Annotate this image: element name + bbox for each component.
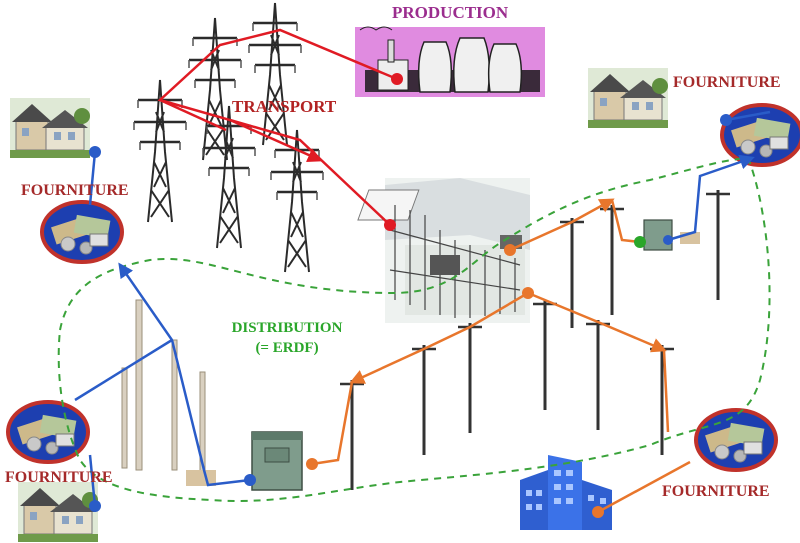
supply-node-1 [663, 235, 673, 245]
transport-label: TRANSPORT [232, 97, 337, 116]
distribution-subtitle: (= ERDF) [255, 340, 319, 356]
transformer-box-right [643, 219, 700, 251]
office-building-icon [520, 455, 612, 530]
billing-icon-left [40, 200, 124, 264]
house-bottom-left [17, 481, 99, 543]
supply-node-2 [720, 114, 732, 126]
distribution-node-2 [522, 287, 534, 299]
distribution-node-1 [504, 244, 516, 256]
supply-node-3 [89, 146, 101, 158]
distribution-zone-outline [57, 156, 771, 502]
house-left [9, 97, 91, 159]
supply-node-5 [89, 500, 101, 512]
distribution-node-5 [592, 506, 604, 518]
production-label: PRODUCTION [392, 3, 509, 22]
fourniture-label-bottom-right: FOURNITURE [662, 483, 770, 500]
fourniture-label-bottom-left: FOURNITURE [5, 469, 113, 486]
wooden-poles [121, 299, 216, 486]
distribution-label: DISTRIBUTION (= ERDF) [222, 318, 352, 358]
distribution-lines [311, 198, 691, 514]
supply-node-4 [244, 474, 256, 486]
production-node [391, 73, 403, 85]
fourniture-label-left: FOURNITURE [21, 182, 129, 199]
fourniture-label-top-right: FOURNITURE [673, 74, 781, 91]
distribution-node-3 [306, 458, 318, 470]
distribution-node-4 [634, 236, 646, 248]
substation-input-node [384, 219, 396, 231]
substation-image [357, 178, 530, 323]
production-plant-image [355, 26, 545, 97]
transformer-box-bottom [251, 431, 303, 491]
transport-lines [157, 28, 398, 226]
house-top-right [587, 67, 669, 129]
distribution-title: DISTRIBUTION [231, 320, 343, 336]
billing-icon-bottom-right [694, 408, 778, 472]
supply-lines [74, 110, 771, 507]
